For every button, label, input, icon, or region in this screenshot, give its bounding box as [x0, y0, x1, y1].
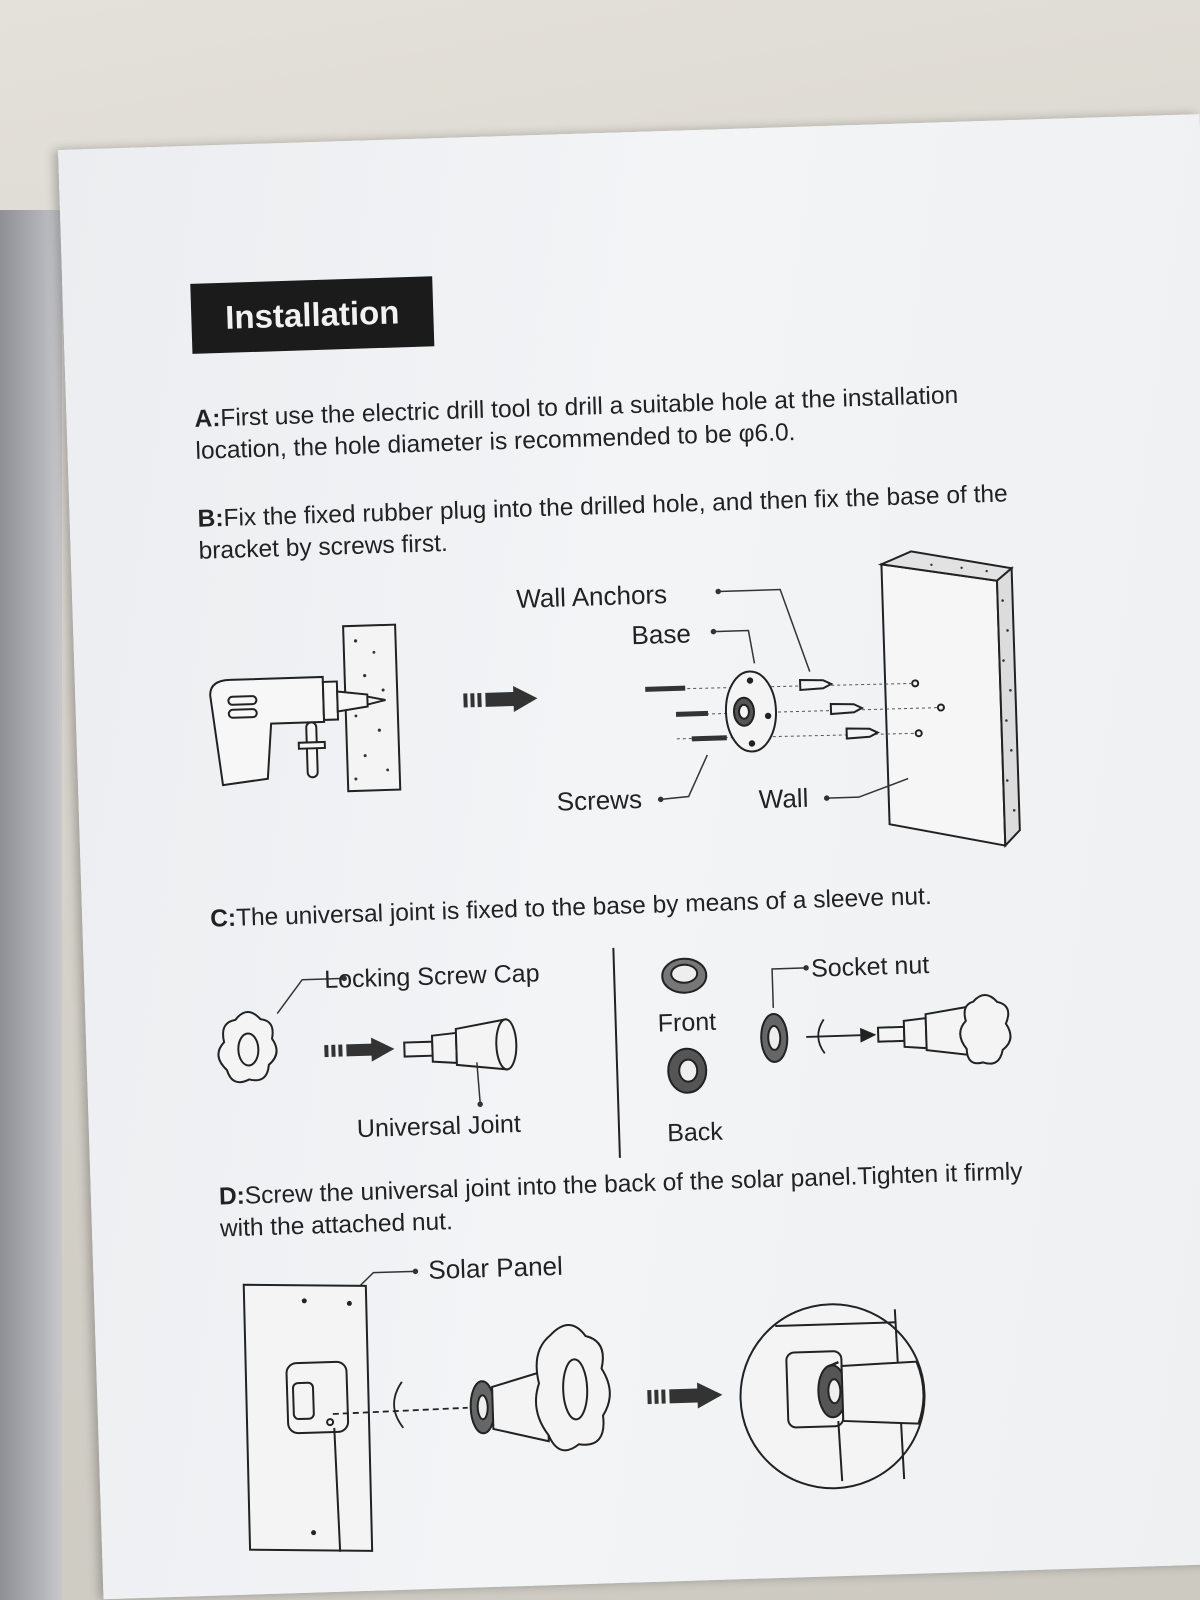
label-base: Base — [631, 618, 692, 651]
locking-screw-cap-icon — [217, 1011, 277, 1083]
booklet-spine — [0, 210, 62, 1600]
guide-lines — [675, 681, 939, 741]
leader-lines — [652, 584, 909, 806]
label-socket-nut: Socket nut — [810, 951, 930, 983]
nut-back-icon — [668, 1048, 707, 1093]
joint-assembly-icon — [877, 994, 1011, 1067]
wall-anchors-icon — [800, 678, 878, 740]
label-front: Front — [657, 1007, 717, 1038]
step-b: B:Fix the fixed rubber plug into the dri… — [197, 480, 1009, 565]
label-universal-joint: Universal Joint — [356, 1109, 522, 1144]
step-c: C:The universal joint is fixed to the ba… — [209, 882, 933, 933]
arrow-right-icon — [324, 1037, 395, 1062]
base-icon — [725, 671, 777, 753]
zoom-detail-icon — [738, 1301, 928, 1491]
arrow-right-icon — [647, 1382, 723, 1409]
universal-joint-icon — [404, 1019, 518, 1072]
manual-page: Installation A:First use the electric dr… — [58, 114, 1200, 1600]
label-back: Back — [666, 1117, 724, 1148]
drilling-diagram — [192, 560, 1021, 886]
label-wall-anchors: Wall Anchors — [515, 579, 668, 614]
universal-joint-diagram — [204, 935, 1031, 1181]
section-title: Installation — [190, 276, 435, 354]
screws-icon — [645, 685, 727, 742]
leader-lines-c — [276, 962, 812, 1113]
solar-panel-diagram — [213, 1230, 1043, 1576]
step-a: A:First use the electric drill tool to d… — [194, 381, 959, 465]
drill-wall-panel — [343, 625, 400, 792]
label-screws: Screws — [556, 783, 643, 817]
joint-with-cap-icon — [468, 1324, 611, 1453]
solar-panel-icon — [242, 1281, 374, 1555]
label-solar-panel: Solar Panel — [427, 1250, 564, 1285]
arrow-right-icon — [463, 685, 538, 712]
nut-front-icon — [662, 958, 707, 993]
section-divider — [613, 948, 620, 1158]
rotation-arrow-icon — [332, 1380, 468, 1430]
socket-nut-icon — [760, 1014, 787, 1063]
electric-drill-icon — [210, 675, 388, 785]
rotation-arrow-icon — [806, 1018, 875, 1054]
wall-icon — [881, 548, 1020, 849]
label-wall: Wall — [758, 782, 809, 815]
